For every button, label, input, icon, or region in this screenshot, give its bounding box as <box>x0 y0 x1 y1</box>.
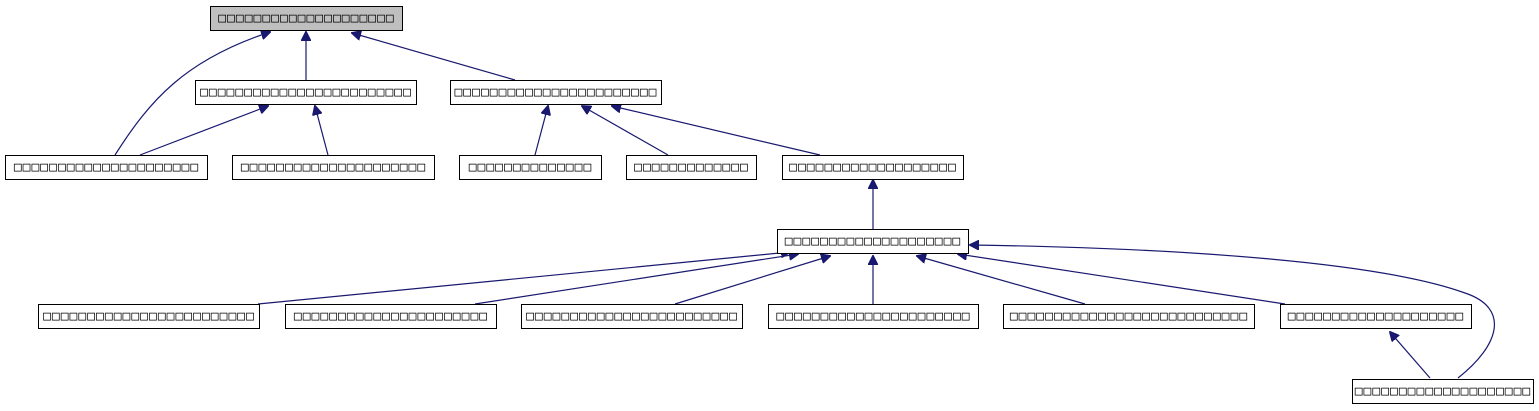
edge-n7-to-n2 <box>612 106 821 156</box>
edge-n5-to-n2 <box>534 106 548 156</box>
edge-n3-to-n1 <box>139 106 268 156</box>
node-n1[interactable]: □□□□□□□□□□□□□□□□□□□□□□□□ <box>195 80 417 105</box>
node-n7[interactable]: □□□□□□□□□□□□□□□□□□□ <box>782 155 964 180</box>
node-n12[interactable]: □□□□□□□□□□□□□□□□□□□□□□ <box>768 304 979 329</box>
edge-n13-to-n8 <box>917 256 1086 305</box>
edge-n10-to-n8 <box>474 254 798 305</box>
node-root: □□□□□□□□□□□□□□□□□□□□ <box>210 6 403 31</box>
node-n6[interactable]: □□□□□□□□□□□□□ <box>626 155 757 180</box>
node-n13[interactable]: □□□□□□□□□□□□□□□□□□□□□□□□□□□ <box>1003 304 1255 329</box>
node-n4[interactable]: □□□□□□□□□□□□□□□□□□□□□ <box>232 155 435 180</box>
edge-n2-to-root <box>352 33 516 81</box>
edge-n14-to-n8 <box>958 254 1286 305</box>
node-n8[interactable]: □□□□□□□□□□□□□□□□□□□□ <box>777 229 969 254</box>
edge-n3-to-root <box>114 32 270 156</box>
edge-n6-to-n2 <box>582 106 669 156</box>
edge-n4-to-n1 <box>315 106 329 156</box>
edge-n15-to-n8 <box>970 245 1495 379</box>
node-n15[interactable]: □□□□□□□□□□□□□□□□□□□□ <box>1352 379 1534 404</box>
node-n5[interactable]: □□□□□□□□□□□□□□ <box>459 155 602 180</box>
node-n3[interactable]: □□□□□□□□□□□□□□□□□□□□□ <box>5 155 208 180</box>
node-n10[interactable]: □□□□□□□□□□□□□□□□□□□□□□ <box>285 304 497 329</box>
node-n9[interactable]: □□□□□□□□□□□□□□□□□□□□□□□□ <box>38 304 260 329</box>
edge-n9-to-n8 <box>257 252 790 305</box>
node-n14[interactable]: □□□□□□□□□□□□□□□□□□□□ <box>1280 304 1472 329</box>
node-n11[interactable]: □□□□□□□□□□□□□□□□□□□□□□□□ <box>521 304 743 329</box>
edge-n15-to-n14 <box>1390 332 1431 379</box>
edge-n11-to-n8 <box>674 256 830 305</box>
node-n2[interactable]: □□□□□□□□□□□□□□□□□□□□□□□ <box>450 80 662 105</box>
